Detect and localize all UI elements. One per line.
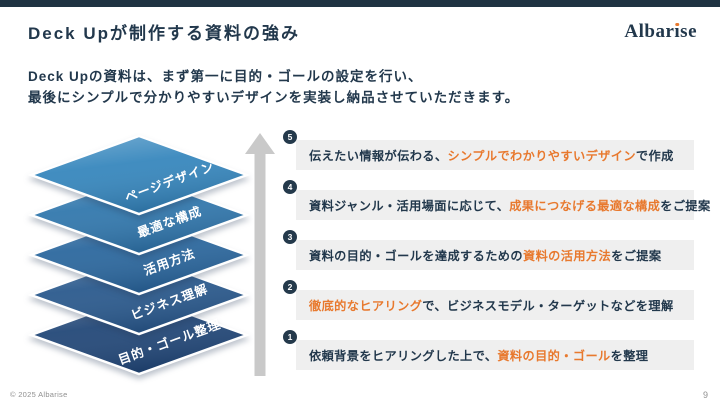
step-text: 伝えたい情報が伝わる、シンプルでわかりやすいデザインで作成 [309,146,674,164]
step-text-post: をご提案 [660,199,711,213]
up-arrow-icon [245,133,275,376]
logo-text-after-i: se [680,21,697,42]
page-number: 9 [702,390,708,400]
step-text: 依頼背景をヒアリングした上で、資料の目的・ゴールを整理 [309,346,648,364]
step-text-highlight: 資料の活用方法 [523,249,612,263]
step-bar: 依頼背景をヒアリングした上で、資料の目的・ゴールを整理 [296,340,694,370]
slide-title: Deck Upが制作する資料の強み [28,24,301,43]
step-row: 3 資料の目的・ゴールを達成するための資料の活用方法をご提案 [283,230,698,273]
step-bar: 徹底的なヒアリングで、ビジネスモデル・ターゲットなどを理解 [296,290,694,320]
logo-letter-i: ı [674,21,680,43]
step-bar: 資料の目的・ゴールを達成するための資料の活用方法をご提案 [296,240,694,270]
step-text: 徹底的なヒアリングで、ビジネスモデル・ターゲットなどを理解 [309,296,674,314]
step-text-post: をご提案 [611,249,662,263]
step-text-post: で、ビジネスモデル・ターゲットなどを理解 [422,299,674,313]
step-row: 5 伝えたい情報が伝わる、シンプルでわかりやすいデザインで作成 [283,130,698,173]
footer-copyright: © 2025 Albarise [10,390,68,399]
logo-text-before-i: Albar [624,21,675,42]
step-text: 資料の目的・ゴールを達成するための資料の活用方法をご提案 [309,246,661,264]
step-number-badge: 5 [283,130,297,144]
top-accent-bar [0,0,720,7]
logo-dot-icon [675,22,680,26]
step-text-highlight: 資料の目的・ゴール [497,349,611,363]
step-row: 2 徹底的なヒアリングで、ビジネスモデル・ターゲットなどを理解 [283,280,698,323]
step-text-pre: 資料ジャンル・活用場面に応じて、 [309,199,510,213]
step-text-post: を整理 [610,349,649,363]
layer-stack-diagram: 目的・ゴール整理 ビジネス理解 活用方法 最適な構成 ページデザイン [27,133,275,376]
step-text-highlight: 徹底的なヒアリング [309,299,423,313]
step-text-highlight: 成果につなげる最適な構成 [509,199,661,213]
step-number-badge: 3 [283,230,297,244]
step-number-badge: 2 [283,280,297,294]
step-row: 1 依頼背景をヒアリングした上で、資料の目的・ゴールを整理 [283,330,698,373]
step-row: 4 資料ジャンル・活用場面に応じて、成果につなげる最適な構成をご提案 [283,180,710,223]
logo-i-stem: ı [674,21,681,42]
step-text-pre: 資料の目的・ゴールを達成するための [309,249,523,263]
step-text-post: で作成 [635,149,674,163]
step-bar: 資料ジャンル・活用場面に応じて、成果につなげる最適な構成をご提案 [296,190,710,220]
step-number-badge: 1 [283,330,297,344]
step-text-pre: 依頼背景をヒアリングした上で、 [309,349,498,363]
step-number-badge: 4 [283,180,297,194]
slide-subtitle: Deck Upの資料は、まず第一に目的・ゴールの設定を行い、 最後にシンプルで分… [28,66,519,108]
step-text: 資料ジャンル・活用場面に応じて、成果につなげる最適な構成をご提案 [309,196,711,214]
subtitle-line-1: Deck Upの資料は、まず第一に目的・ゴールの設定を行い、 [28,69,423,84]
step-text-pre: 伝えたい情報が伝わる、 [309,149,448,163]
subtitle-line-2: 最後にシンプルで分かりやすいデザインを実装し納品させていただきます。 [28,90,520,105]
layer-shape-design: ページデザイン [27,134,251,216]
step-bar: 伝えたい情報が伝わる、シンプルでわかりやすいデザインで作成 [296,140,694,170]
step-text-highlight: シンプルでわかりやすいデザイン [447,149,636,163]
